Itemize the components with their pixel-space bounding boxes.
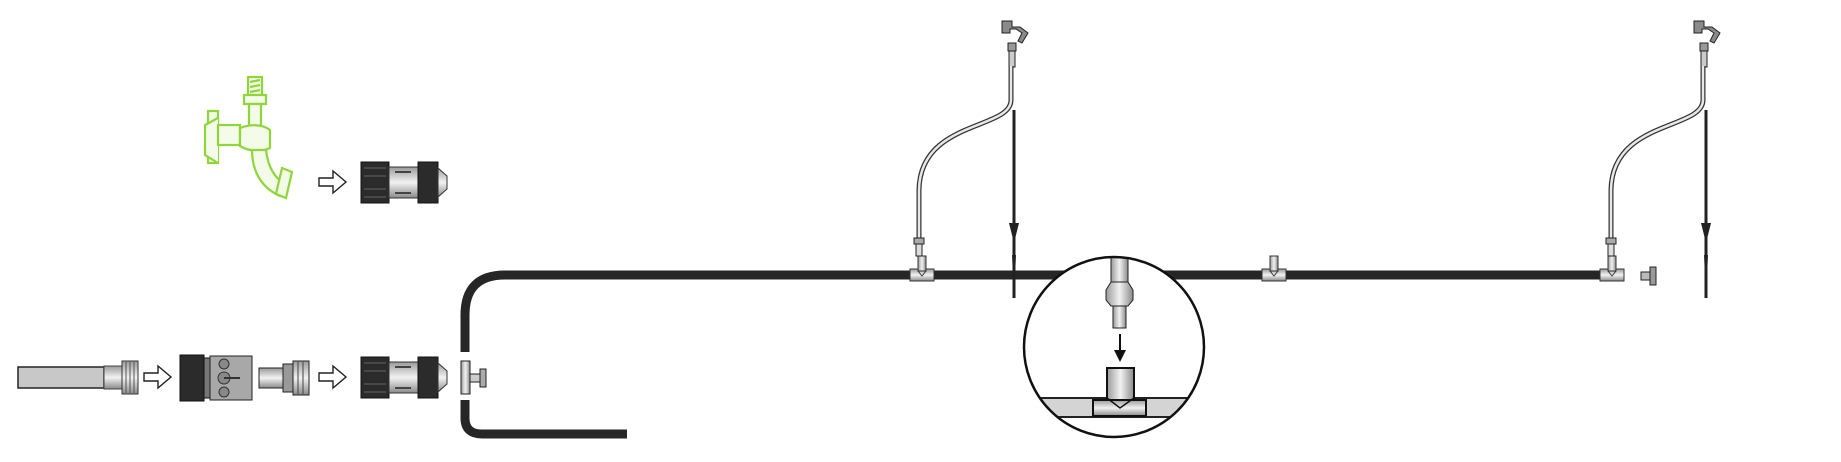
tee-fitting-icon xyxy=(1261,255,1287,282)
hose-nipple-icon xyxy=(258,360,310,396)
hose-icon xyxy=(17,360,139,395)
quick-connector-icon xyxy=(360,161,448,204)
detail-magnifier-icon xyxy=(1022,255,1206,439)
tee-fitting-icon xyxy=(460,360,487,395)
sprinkler-stake-icon xyxy=(913,19,1030,300)
arrow-right-icon xyxy=(143,365,172,389)
drip-tubing-icon xyxy=(460,270,1620,439)
arrow-right-icon xyxy=(318,365,347,389)
end-plug-icon xyxy=(1640,266,1657,286)
faucet-icon xyxy=(203,75,294,200)
hose-adapter-icon xyxy=(179,354,253,402)
arrow-right-icon xyxy=(318,170,347,194)
tee-fitting-icon xyxy=(1599,255,1625,282)
sprinkler-stake-icon xyxy=(1605,19,1722,300)
quick-connector-icon xyxy=(360,356,448,399)
tee-fitting-icon xyxy=(909,255,935,282)
